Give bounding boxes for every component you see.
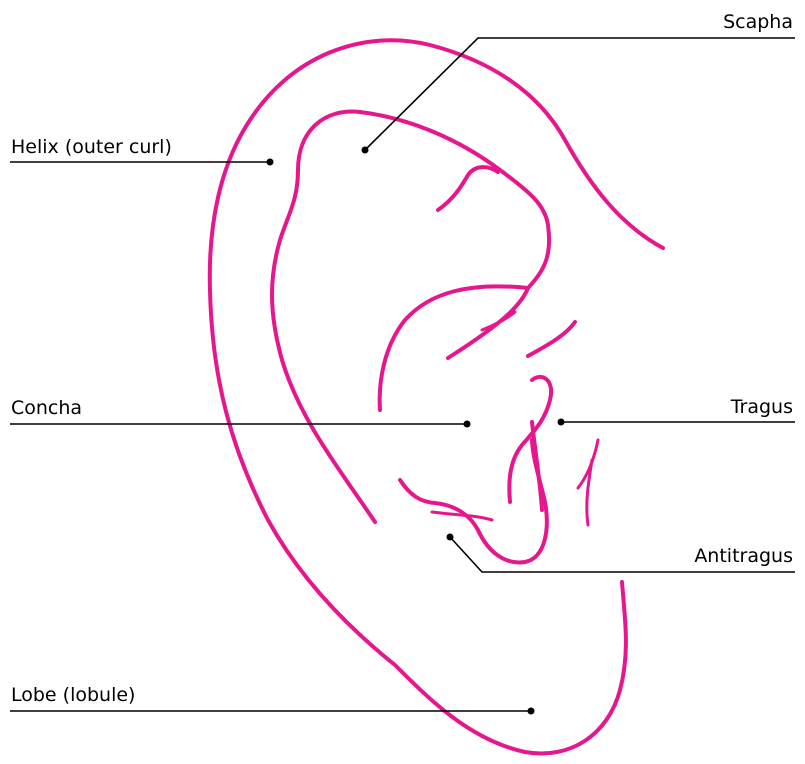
ear-illustration: [210, 40, 663, 753]
scapha-leader: [365, 38, 795, 150]
tragus-dot: [558, 419, 565, 426]
lobe-label: Lobe (lobule): [11, 684, 135, 706]
helix-dot: [267, 159, 274, 166]
scapha-dot: [362, 147, 369, 154]
concha-bowl: [400, 440, 547, 562]
upper-crus: [438, 167, 498, 210]
lobe-dot: [528, 708, 535, 715]
labels: Scapha Helix (outer curl) Concha Tragus …: [11, 11, 793, 706]
scapha-label: Scapha: [723, 11, 793, 33]
helix-label: Helix (outer curl): [11, 136, 172, 158]
antitragus-dot: [447, 534, 454, 541]
antitragus-label: Antitragus: [694, 545, 793, 567]
crus-of-helix: [528, 322, 575, 356]
concha-dot: [464, 421, 471, 428]
tragus-label: Tragus: [730, 396, 793, 418]
concha-label: Concha: [11, 397, 82, 419]
helix-outer-outline: [210, 40, 663, 753]
antihelix-inner-curve: [380, 286, 528, 410]
